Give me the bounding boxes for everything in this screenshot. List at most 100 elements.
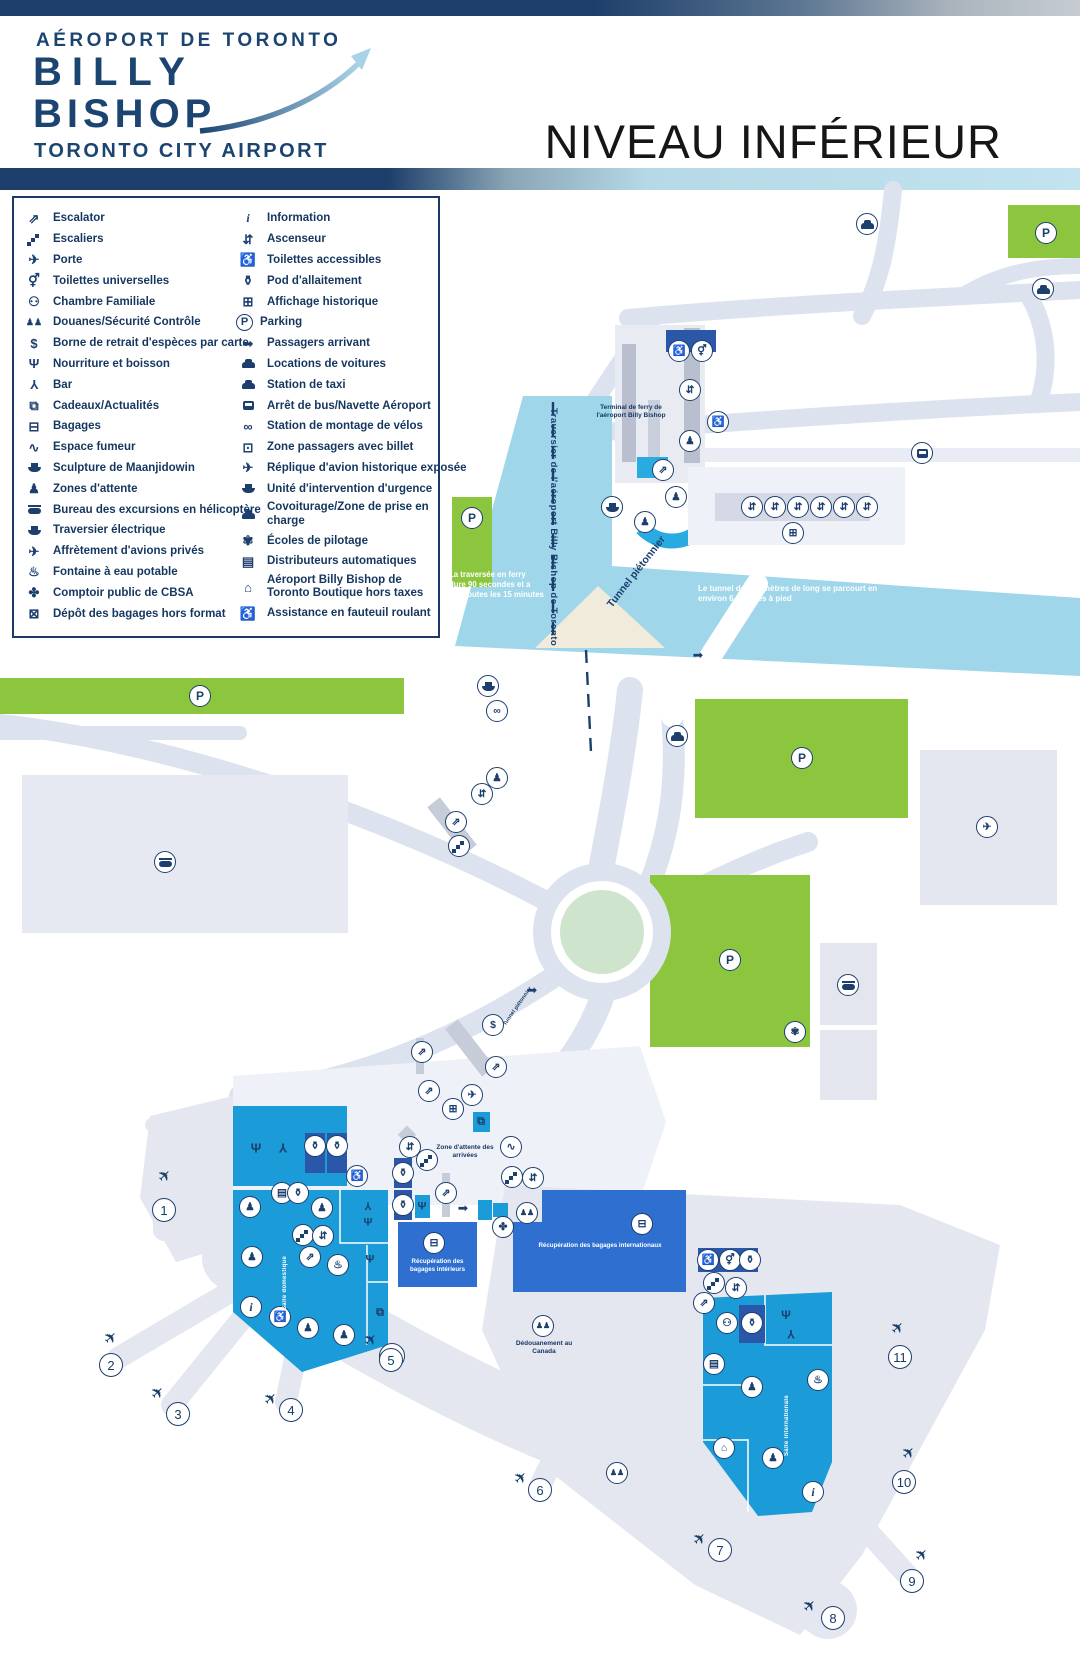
- gifts-icon: ⧉: [477, 1115, 485, 1128]
- vending-machine-icon: ▤: [703, 1353, 725, 1375]
- rideshare-icon: [236, 510, 260, 520]
- legend-item-carrental: Locations de voitures: [236, 354, 438, 375]
- international-hall-label: Salle internationale: [784, 1394, 790, 1456]
- food-icon: Ψ: [365, 1253, 375, 1266]
- escalator-icon: ⇗: [445, 811, 467, 833]
- legend-item-emergency: Unité d'intervention d'urgence: [236, 478, 438, 499]
- info-icon: i: [246, 211, 250, 226]
- logo-line-3: BISHOP: [33, 92, 217, 136]
- parking-icon: P: [791, 747, 813, 769]
- legend-item-oversize: ⊠Dépôt des bagages hors format: [22, 603, 232, 624]
- food-icon: Ψ: [250, 1140, 262, 1156]
- gate-10: 10: [892, 1470, 916, 1494]
- helicopter-icon: [837, 974, 859, 996]
- stairs-icon: [448, 835, 470, 857]
- accessible-toilet-icon: ♿: [668, 340, 690, 362]
- bike-station-icon: ∞: [486, 700, 508, 722]
- elevator-icon: ⇵: [833, 496, 855, 518]
- legend-item-vending: ▤Distributeurs automatiques: [236, 551, 438, 572]
- legend-item-ferry: Traversier électrique: [22, 520, 232, 541]
- emergency-unit-icon: [236, 484, 260, 494]
- walking-person-icon: ➟: [692, 648, 704, 662]
- legend-item-arriving: ➟Passagers arrivant: [236, 333, 438, 354]
- walking-person-icon: ➟: [526, 983, 538, 997]
- legend-item-accessible: ♿Toilettes accessibles: [236, 250, 438, 271]
- flight-school-icon: ✾: [784, 1021, 806, 1043]
- universal-toilets-icon: ⚥: [691, 340, 713, 362]
- gate-5: 5: [379, 1348, 403, 1372]
- elevator-icon: ⇵: [787, 496, 809, 518]
- gate-9: 9: [900, 1569, 924, 1593]
- escalator-icon: ⇗: [299, 1246, 321, 1268]
- historic-display-icon: ⊞: [242, 294, 254, 310]
- domestic-hall-label: Salle domestique: [282, 1255, 288, 1310]
- legend-item-customs: ♟♟Douanes/Sécurité Contrôle: [22, 312, 232, 333]
- escalator-icon: ⇗: [28, 210, 40, 226]
- taxi-icon: [236, 380, 260, 390]
- historic-display-icon: ⊞: [442, 1098, 464, 1120]
- stairs-icon: [292, 1224, 314, 1246]
- elevator-icon: ⇵: [856, 496, 878, 518]
- domestic-baggage-label: Récupération des bagages intérieurs: [409, 1258, 466, 1274]
- gate-3: 3: [166, 1402, 190, 1426]
- bus-icon: [236, 401, 260, 411]
- elevator-icon: ⇵: [725, 1277, 747, 1299]
- escalator-icon: ⇗: [435, 1182, 457, 1204]
- gifts-icon: ⧉: [376, 1306, 384, 1319]
- bar-icon: Y: [364, 1199, 372, 1212]
- logo-swoosh-icon: [199, 48, 371, 134]
- legend-item-bike: ∞Station de montage de vélos: [236, 416, 438, 437]
- electric-ferry-icon: [601, 496, 623, 518]
- historic-plane-icon: ✈: [242, 460, 254, 476]
- stairs-icon: [651, 344, 657, 356]
- waiting-area-icon: ♟: [311, 1197, 333, 1219]
- customs-icon: ♟♟: [606, 1462, 628, 1484]
- logo-line-4: TORONTO CITY AIRPORT: [34, 140, 329, 162]
- legend-item-rideshare: Covoiturage/Zone de prise en charge: [236, 499, 438, 530]
- map-legend: ⇗Escalator Escaliers ✈Porte ⚥Toilettes u…: [12, 196, 467, 638]
- gate-2: 2: [99, 1353, 123, 1377]
- toilet-icon: ⚱: [304, 1135, 326, 1157]
- bus-icon: [911, 442, 933, 464]
- historic-plane-icon: ✈: [461, 1084, 483, 1106]
- waiting-area-icon: ♟: [28, 481, 40, 497]
- sculpture-icon: [477, 675, 499, 697]
- vending-machine-icon: ▤: [241, 553, 255, 569]
- top-bar: [0, 0, 1080, 16]
- sculpture-icon: [22, 463, 46, 473]
- nursing-pod-icon: ⚱: [287, 1182, 309, 1204]
- food-icon: Ψ: [417, 1200, 427, 1213]
- universal-toilets-icon: ⚥: [28, 273, 40, 289]
- legend-item-taxi: Station de taxi: [236, 374, 438, 395]
- international-baggage-label: Récupération des bagages internationaux: [538, 1242, 662, 1249]
- legend-item-baggage: ⊟Bagages: [22, 416, 232, 437]
- legend-item-dutyfree: ⌂Aéroport Billy Bishop de Toronto Boutiq…: [236, 572, 438, 603]
- bar-icon: Y: [29, 377, 39, 393]
- maple-leaf-icon: ✤: [492, 1216, 514, 1238]
- legend-item-to: ⚥Toilettes universelles: [22, 270, 232, 291]
- gifts-icon: ⧉: [29, 398, 39, 414]
- atm-icon: $: [482, 1014, 504, 1036]
- duty-free-bag-icon: ⌂: [713, 1437, 735, 1459]
- family-room-icon: ⚇: [28, 294, 40, 310]
- legend-item-elevator: ⇵Ascenseur: [236, 229, 438, 250]
- ferry-terminal-label: Terminal de ferry de l'aéroport Billy Bi…: [596, 404, 666, 420]
- water-fountain-icon: ♨: [28, 564, 40, 580]
- gate-7: 7: [708, 1538, 732, 1562]
- historic-display-icon: ⊞: [782, 522, 804, 544]
- page-title: NIVEAU INFÉRIEUR: [544, 115, 1002, 168]
- stairs-icon: [487, 1043, 493, 1052]
- arrivals-zone-label: Zone d'attente des arrivées: [436, 1144, 494, 1160]
- wheelchair-assist-icon: ♿: [239, 605, 257, 621]
- bar-icon: Y: [786, 1327, 796, 1341]
- private-plane-icon: ✈: [976, 816, 998, 838]
- legend-item-stairs: Escaliers: [22, 229, 232, 250]
- gate-8: 8: [821, 1606, 845, 1630]
- legend-item-sculpture: Sculpture de Maanjidowin: [22, 458, 232, 479]
- toilet-icon: ⚱: [741, 1312, 763, 1334]
- wheelchair-assist-icon: ♿: [707, 411, 729, 433]
- oversize-baggage-icon: ⊠: [28, 606, 40, 622]
- escalator-icon: ⇗: [411, 1041, 433, 1063]
